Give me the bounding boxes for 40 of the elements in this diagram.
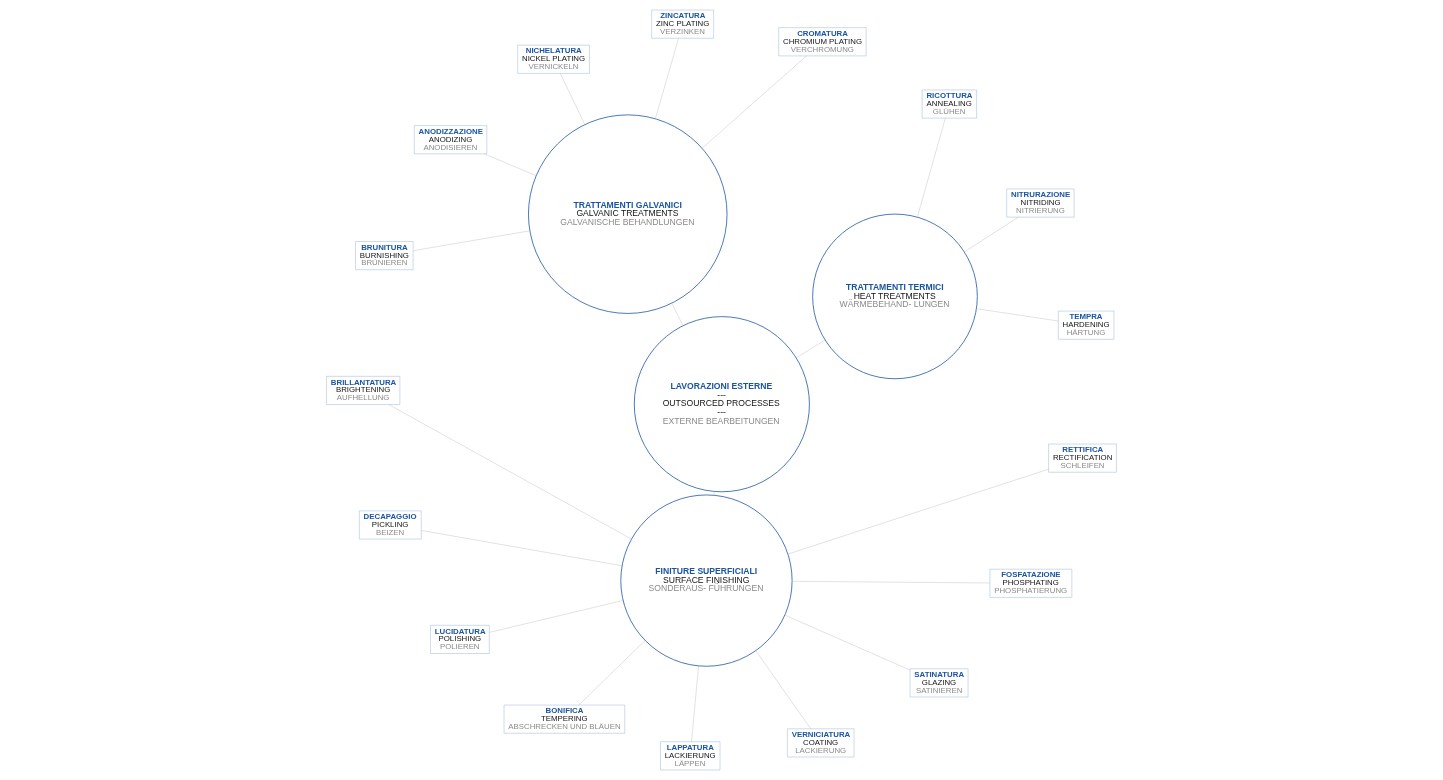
- connector: [691, 665, 699, 742]
- connector: [796, 339, 826, 359]
- node-box: LUCIDATURA POLISHING POLIEREN: [430, 625, 490, 654]
- node-box: LAPPATURA LACKIERUNG LÄPPEN: [660, 741, 721, 771]
- connector: [413, 230, 530, 251]
- connector: [578, 640, 646, 706]
- node-circle: FINITURE SUPERFICIALI SURFACE FINISHING SONDERAUS- FÜHRUNGEN: [620, 494, 793, 667]
- connector: [755, 650, 811, 729]
- connector: [421, 530, 623, 566]
- node-box: SATINATURA GLAZING SATINIEREN: [909, 668, 969, 698]
- node-box: BRILLANTATURA BRIGHTENING AUFHELLUNG: [326, 376, 401, 405]
- connector: [917, 117, 946, 218]
- node-box: DECAPAGGIO PICKLING BEIZEN: [359, 510, 422, 540]
- node-box: BRUNITURA BURNISHING BRÜNIEREN: [355, 241, 414, 270]
- node-box: NICHELATURA NICKEL PLATING VERNICKELN: [517, 44, 590, 74]
- node-box: NITRURAZIONE NITRIDING NITRIERUNG: [1006, 188, 1075, 218]
- node-box: RICOTTURA ANNEALING GLÜHEN: [921, 89, 977, 119]
- node-box: TEMPRA HARDENING HÄRTUNG: [1058, 310, 1115, 340]
- connector: [964, 217, 1019, 253]
- connector: [489, 600, 624, 633]
- connector: [702, 55, 807, 149]
- connector: [484, 153, 537, 176]
- node-box: RETTIFICA RECTIFICATION SCHLEIFEN: [1048, 443, 1117, 473]
- node-circle: TRATTAMENTI GALVANICI GALVANIC TREATMENTS GALVANISCHE BEHANDLUNGEN: [528, 114, 728, 314]
- connector: [560, 73, 586, 125]
- node-circle: LAVORAZIONI ESTERNE --- OUTSOURCED PROCESSES --- EXTERNE BEARBEITUNGEN: [633, 316, 810, 493]
- connector: [655, 38, 679, 119]
- connector: [784, 614, 911, 671]
- connector: [787, 469, 1049, 555]
- node-circle: TRATTAMENTI TERMICI HEAT TREATMENTS WÄRMEBEHAND- LUNGEN: [812, 213, 978, 380]
- node-box: FOSFATAZIONE PHOSPHATING PHOSPHATIERUNG: [989, 569, 1073, 598]
- connector: [671, 303, 684, 326]
- node-box: ZINCATURA ZINC PLATING VERZINKEN: [651, 9, 714, 39]
- connector: [388, 404, 632, 540]
- node-box: VERNICIATURA COATING LACKIERUNG: [787, 728, 855, 758]
- node-box: CROMATURA CHROMIUM PLATING VERCHROMUNG: [778, 27, 867, 57]
- connector: [713, 491, 715, 496]
- connector: [976, 308, 1059, 322]
- node-box: BONIFICA TEMPERING ABSCHRECKEN UND BLÄUEN: [503, 704, 625, 734]
- node-box: ANODIZZAZIONE ANODIZING ANODISIEREN: [414, 125, 487, 155]
